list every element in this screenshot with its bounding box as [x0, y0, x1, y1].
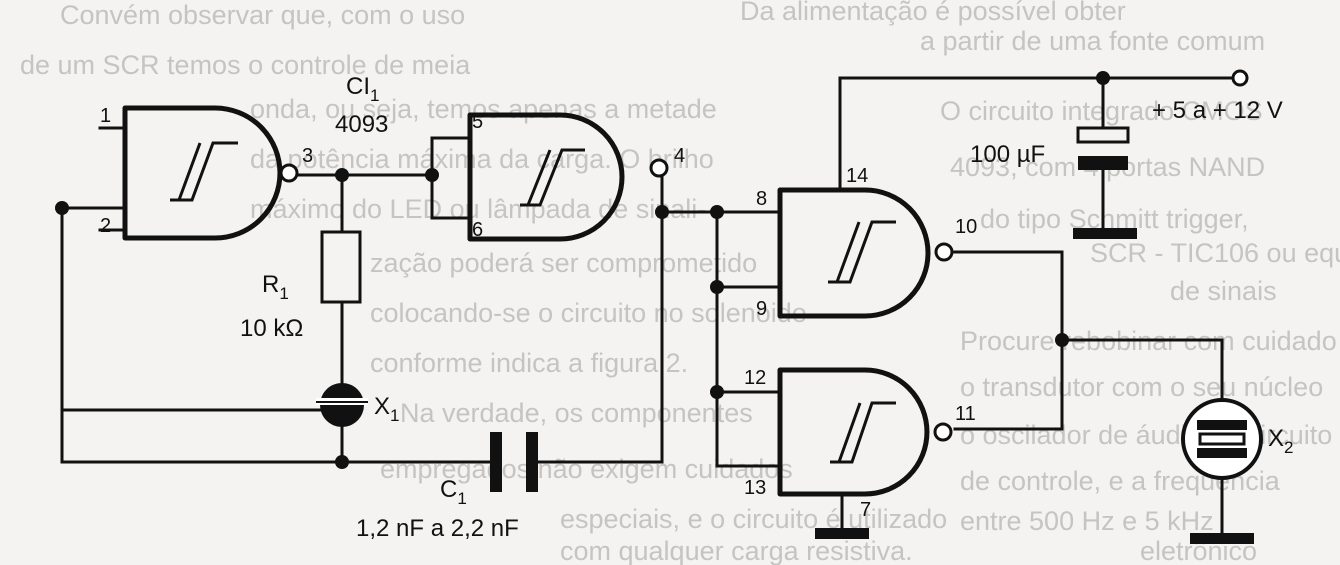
- supply-voltage-label: + 5 a + 12 V: [1152, 97, 1283, 124]
- background-line: de um SCR temos o controle de meia: [20, 50, 471, 80]
- background-line: colocando-se o circuito no solenoide: [370, 298, 807, 328]
- pin-label: 13: [744, 477, 766, 499]
- background-line: Na verdade, os componentes: [400, 398, 753, 428]
- resistor-value: 10 kΩ: [240, 315, 303, 342]
- junction-dot: [710, 205, 724, 219]
- nand-gate-4: [777, 367, 953, 497]
- ground-symbol: [815, 528, 869, 539]
- pin-label: 8: [756, 188, 767, 210]
- ground-symbol: [1190, 533, 1254, 544]
- background-line: empregados não exigem cuidados: [380, 454, 793, 484]
- pin-label: 14: [846, 165, 868, 187]
- junction-dot: [710, 385, 724, 399]
- background-line: da potência máxima da carga. O brilho: [250, 144, 714, 174]
- ic-part-number: 4093: [335, 111, 388, 138]
- background-line: a partir de uma fonte comum: [920, 26, 1265, 56]
- pin-label: 7: [860, 499, 871, 521]
- background-line: SCR - TIC106 ou equivalente: [1090, 238, 1340, 268]
- inverter-bubble: [649, 158, 669, 178]
- background-line: Convém observar que, com o uso: [60, 0, 465, 30]
- schmitt-trigger-icon: [830, 401, 896, 464]
- background-text-right-column: Da alimentação é possível obter a partir…: [740, 0, 1340, 565]
- background-line: o transdutor com o seu núcleo: [960, 372, 1323, 402]
- pin-label: 5: [472, 111, 483, 133]
- background-line: máximo do LED ou lâmpada de sinali-: [250, 194, 706, 224]
- capacitor-c1-symbol: [490, 432, 538, 492]
- capacitor-c1-value: 1,2 nF a 2,2 nF: [356, 515, 519, 542]
- background-line: especiais, e o circuito é utilizado: [560, 504, 947, 534]
- pin-label: 10: [955, 216, 977, 238]
- nand-gate-1: [122, 105, 299, 241]
- pin-label: 9: [756, 298, 767, 320]
- junction-dot: [1055, 333, 1069, 347]
- ground-symbol: [1073, 228, 1137, 239]
- ic-designator: CI1: [346, 73, 379, 105]
- schmitt-trigger-icon: [520, 148, 585, 207]
- background-line: Da alimentação é possível obter: [740, 0, 1126, 26]
- pin-label: 6: [472, 219, 483, 241]
- inverter-bubble: [934, 242, 954, 262]
- pin-label: 12: [744, 367, 766, 389]
- inverter-bubble: [279, 163, 299, 183]
- schmitt-trigger-icon: [170, 141, 238, 202]
- pin-label: 1: [100, 105, 111, 127]
- background-line: conforme indica a figura 2.: [370, 348, 688, 378]
- crystal-x1-symbol: [316, 383, 368, 427]
- nand-gate-2: [467, 112, 669, 242]
- junctions: [55, 71, 1110, 469]
- junction-dot: [425, 168, 439, 182]
- junction-dot: [55, 201, 69, 215]
- schmitt-trigger-icon: [828, 220, 896, 284]
- background-line: entre 500 Hz e 5 kHz: [960, 506, 1214, 536]
- nand-gate-3: [777, 187, 954, 319]
- background-line: onda, ou seja, temos apenas a metade: [250, 94, 717, 124]
- junction-dot: [335, 455, 349, 469]
- junction-dot: [335, 168, 349, 182]
- capacitor-100uf-symbol: [1076, 126, 1130, 170]
- inverter-bubble: [933, 422, 953, 442]
- transducer-x2-symbol: [1181, 398, 1263, 480]
- junction-dot: [1096, 71, 1110, 85]
- background-line: zação poderá ser comprometido: [370, 248, 757, 278]
- background-text-left-column: Convém observar que, com o uso de um SCR…: [20, 0, 947, 565]
- pin-label: 3: [302, 145, 313, 167]
- pin-label: 2: [100, 215, 111, 237]
- background-line: O circuito integrado CMOS: [940, 96, 1263, 126]
- transducer-designator: X2: [1268, 425, 1293, 457]
- pin-label: 11: [955, 403, 976, 425]
- background-line: o oscilador de áudio do circuito: [960, 420, 1332, 450]
- pin-label: 4: [674, 145, 685, 167]
- junction-dot: [710, 280, 724, 294]
- crystal-designator: X1: [374, 393, 399, 425]
- supply-terminal: [1231, 69, 1249, 87]
- background-line: de sinais: [1170, 276, 1277, 306]
- resistor-designator: R1: [262, 271, 289, 303]
- background-line: com qualquer carga resistiva.: [560, 536, 913, 565]
- capacitor-c1-designator: C1: [440, 476, 467, 508]
- junction-dot: [655, 205, 669, 219]
- capacitor-supply-value: 100 µF: [970, 141, 1045, 168]
- resistor-r1-symbol: [320, 230, 362, 304]
